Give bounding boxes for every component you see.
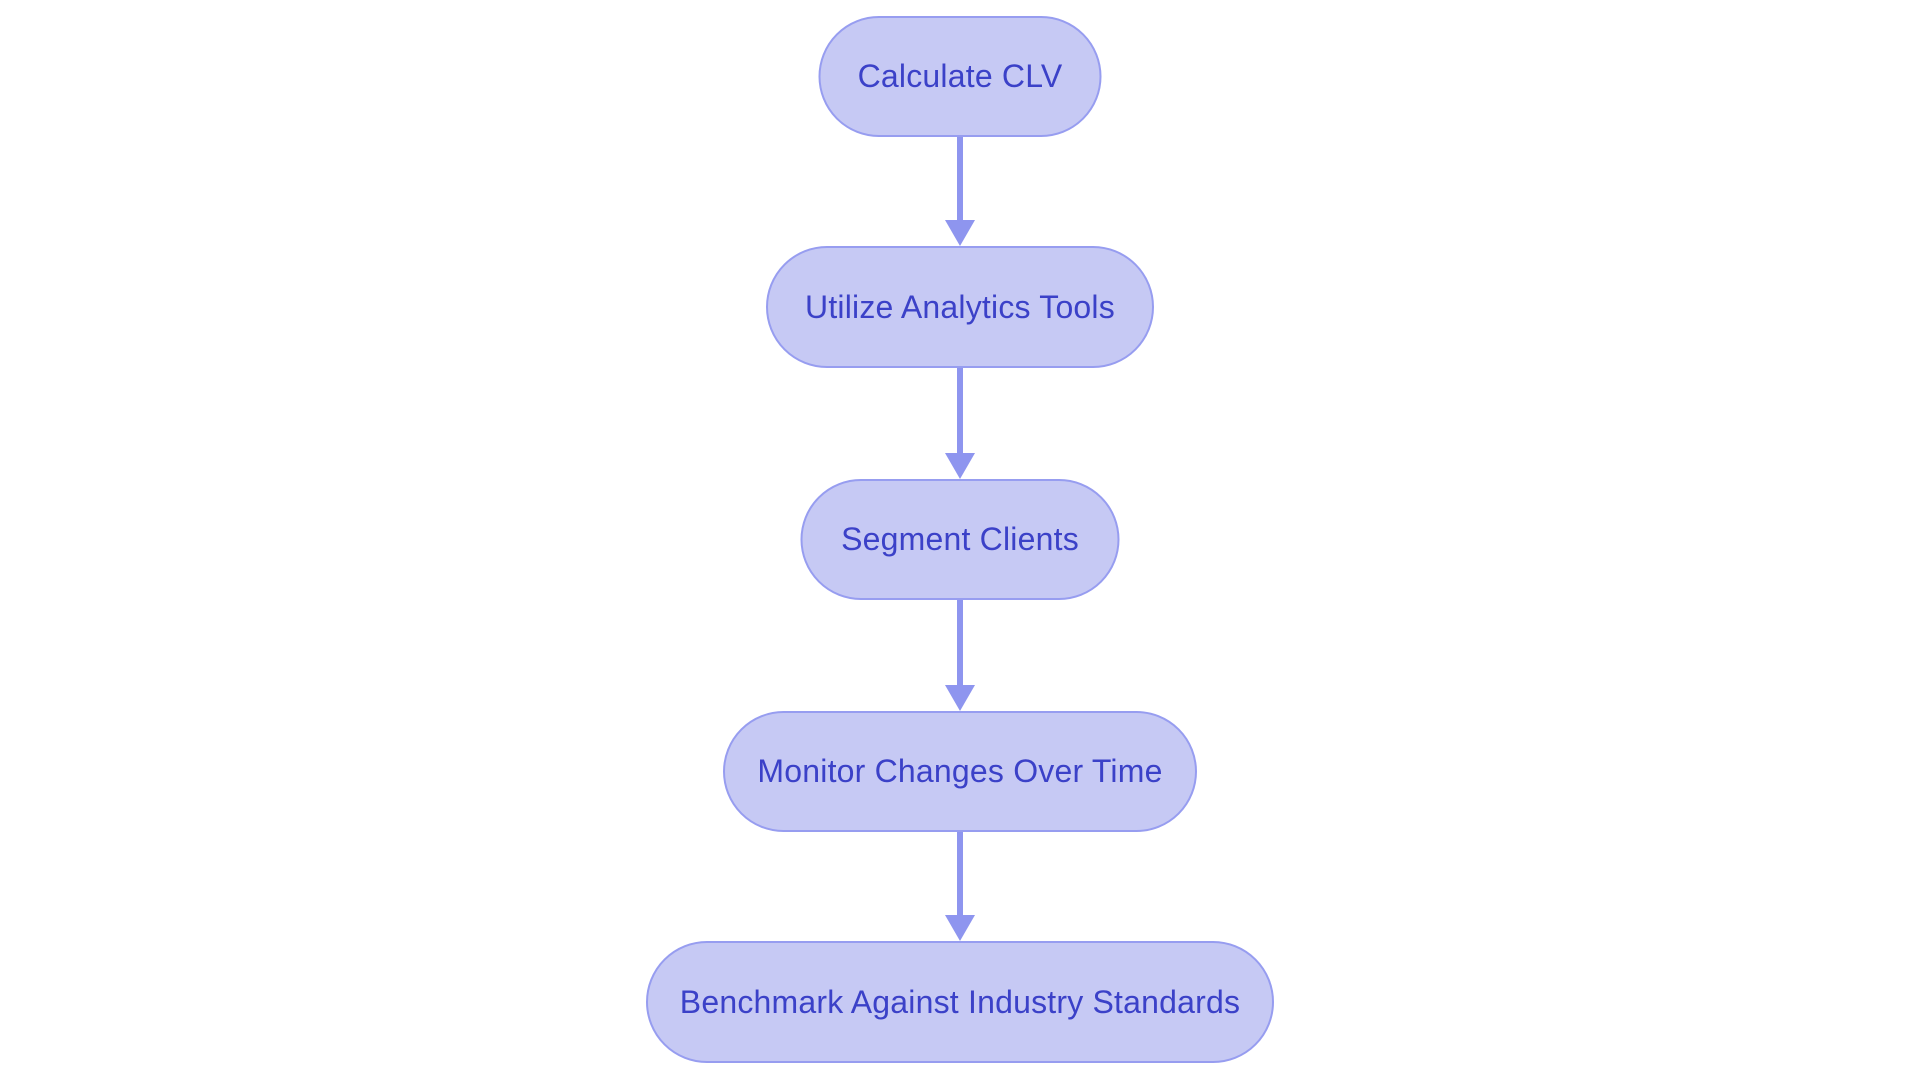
arrow-down-icon xyxy=(945,915,975,941)
flow-node-label: Utilize Analytics Tools xyxy=(805,288,1115,325)
flow-node-utilize-analytics-tools: Utilize Analytics Tools xyxy=(766,246,1154,368)
flow-arrow-4 xyxy=(945,832,975,941)
flow-node-label: Segment Clients xyxy=(841,521,1079,557)
flow-node-label: Benchmark Against Industry Standards xyxy=(679,983,1241,1020)
arrow-down-icon xyxy=(945,685,975,711)
arrow-down-icon xyxy=(945,453,975,479)
flow-arrow-1 xyxy=(945,137,975,246)
flow-node-calculate-clv: Calculate CLV xyxy=(818,16,1102,137)
arrow-down-icon xyxy=(945,220,975,246)
flow-node-segment-clients: Segment Clients xyxy=(800,479,1120,600)
arrow-line xyxy=(957,137,963,220)
arrow-line xyxy=(957,600,963,685)
flow-arrow-2 xyxy=(945,368,975,479)
flow-arrow-3 xyxy=(945,600,975,711)
arrow-line xyxy=(957,368,963,453)
arrow-line xyxy=(957,832,963,915)
flow-node-label: Calculate CLV xyxy=(857,58,1063,94)
flow-node-label: Monitor Changes Over Time xyxy=(757,753,1163,789)
flow-node-benchmark-against-industry-standards: Benchmark Against Industry Standards xyxy=(646,941,1274,1063)
flow-node-monitor-changes-over-time: Monitor Changes Over Time xyxy=(723,711,1197,832)
